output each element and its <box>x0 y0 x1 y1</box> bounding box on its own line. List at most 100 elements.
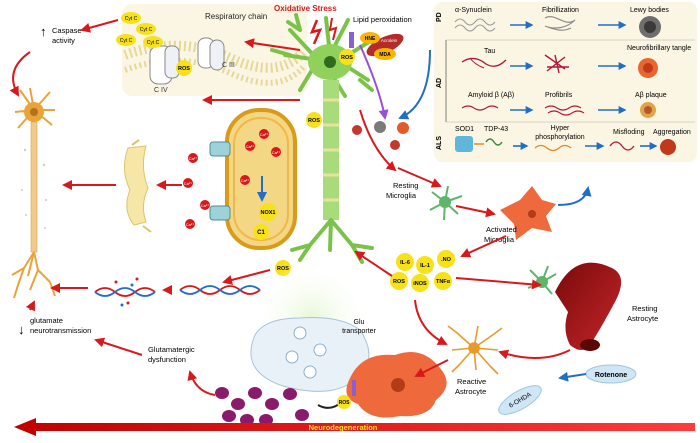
glutamate-label-1: glutamate <box>30 316 63 325</box>
il6-label: IL-6 <box>400 260 410 266</box>
cyt-c-2: Cyt C <box>140 27 153 33</box>
arrow-glu-to-dysfunction <box>187 370 216 396</box>
reactive-astrocyte-label-2: Astrocyte <box>455 387 486 396</box>
activated-microglia-label-1: Activated <box>486 225 517 234</box>
aggregates <box>352 121 409 150</box>
alpha-synuclein-label: α-Synuclein <box>455 7 492 14</box>
resting-microglia: Resting Microglia <box>386 181 463 221</box>
arrow-caspase-to-neuron <box>9 51 31 97</box>
resting-microglia-label-2: Microglia <box>386 191 417 200</box>
fibrillization-label: Fibrillization <box>542 7 579 14</box>
arrow-rotenone <box>558 371 587 382</box>
hne-label: HNE <box>365 36 376 42</box>
arrow-cytc-to-caspase <box>80 19 119 33</box>
ca-ion-8: Ca²⁺ <box>186 222 195 227</box>
arrow-microglia-activation <box>455 205 496 218</box>
mitochondria-panel: Ca²⁺ Ca²⁺ Ca²⁺ Ca²⁺ Ca²⁺ Ca²⁺ Ca²⁺ Ca²⁺ … <box>183 108 297 250</box>
arrow-neuron-to-aggregates <box>359 109 397 172</box>
glu-transporter-channel <box>352 380 356 396</box>
lightning-icon-2 <box>328 17 338 41</box>
arrow-glutamate-up <box>25 300 35 312</box>
arrow-reactive-to-glu <box>414 359 449 377</box>
caspase-activity: ↑ Caspase activity <box>40 24 82 45</box>
arrow-lipid-to-aggregates <box>359 44 389 120</box>
glutamatergic-label-1: Glutamatergic <box>148 345 195 354</box>
ca-ion-3: Ca²⁺ <box>272 150 281 155</box>
lipid-peroxidation: Lipid peroxidation Acrolein HNE MDA <box>349 15 412 60</box>
degenerating-neuron <box>11 87 56 299</box>
c1-label: C1 <box>257 230 265 236</box>
als-label: ALS <box>436 136 443 150</box>
central-neuron: ROS ROS ROS <box>270 13 374 276</box>
cytokine-cluster: IL-6 IL-1 .NO ROS iNOS TNFα <box>390 250 455 292</box>
aggregation-label: Aggregation <box>653 129 691 136</box>
disease-panel: PD AD ALS α-Synuclein Fibrillization Lew… <box>434 2 697 162</box>
activated-microglia: Activated Microglia <box>484 186 556 244</box>
ad-label: AD <box>436 78 443 88</box>
arrow-ros-to-dna <box>222 269 271 285</box>
arrow-dysfunction-to-glutamate <box>94 337 143 356</box>
resting-astrocyte-label-2: Astrocyte <box>627 314 658 323</box>
ros-glu-label: ROS <box>339 400 351 406</box>
dna-strands <box>94 277 261 307</box>
ros-axon-circle <box>306 112 322 128</box>
up-arrow-icon: ↑ <box>40 24 47 39</box>
complex-iii-label: C III <box>222 62 235 69</box>
ca-ion-2: Ca²⁺ <box>246 144 255 149</box>
mda-label: MDA <box>379 52 391 58</box>
ros-synapse-label: ROS <box>277 266 289 272</box>
neurofibrillary-label: Neurofibrillary tangle <box>627 45 691 52</box>
arrow-resting-to-reactive <box>498 349 571 360</box>
glu-label-2: transporter <box>342 328 377 335</box>
cyt-c-3: Cyt C <box>120 38 133 44</box>
rotenone-badge: Rotenone <box>585 364 637 384</box>
tdp43-label: TDP-43 <box>484 126 508 133</box>
cyt-c-1: Cyt C <box>125 16 138 22</box>
glutamatergic-label-2: dysfunction <box>148 355 186 364</box>
oxidative-stress-label: Oxidative Stress <box>274 4 337 13</box>
down-arrow-icon: ↓ <box>18 322 25 337</box>
misfloding-label: Misfloding <box>613 129 645 136</box>
inos-label: iNOS <box>413 281 427 287</box>
ros-axon-label: ROS <box>308 118 320 124</box>
calcium-channel-top <box>209 141 231 157</box>
nox1-circle <box>259 203 277 221</box>
caspase-label-1: Caspase <box>52 26 82 35</box>
ros-glu-circle <box>337 395 351 409</box>
pd-label: PD <box>436 12 443 22</box>
blue-arrows <box>398 49 592 382</box>
nox1-label: NOX1 <box>261 210 276 216</box>
cyt-c-cluster: Cyt C Cyt C Cyt C Cyt C <box>116 12 163 48</box>
calcium-channel-bottom <box>209 205 231 221</box>
respiratory-chain-panel: Respiratory chain C IV C III ROS <box>122 4 309 96</box>
ros-respiratory-label: ROS <box>178 66 190 72</box>
il1-label: IL-1 <box>420 263 430 269</box>
rotenone-label: Rotenone <box>595 372 627 379</box>
arrow-cytokines-to-neuron <box>354 250 393 277</box>
ros-cytokine-label: ROS <box>393 279 405 285</box>
respiratory-chain-label: Respiratory chain <box>205 12 267 21</box>
ca-ion-1: Ca²⁺ <box>260 132 269 137</box>
complex-iv-label: C IV <box>154 87 168 94</box>
ros-neuron-circle <box>339 49 355 65</box>
membrane-band-lower <box>123 57 308 86</box>
arrow-microglia-loop <box>557 186 592 206</box>
resting-astrocyte: Resting Astrocyte <box>527 262 658 351</box>
red-arrows <box>9 19 571 396</box>
resting-astrocyte-label-1: Resting <box>632 304 657 313</box>
hyper-label-2: phosphorylation <box>535 134 585 141</box>
ros-respiratory-circle <box>176 60 192 76</box>
arrow-cytokines-to-reactive <box>414 299 448 345</box>
arrow-activated-to-cytokines <box>460 235 507 258</box>
neurodegeneration-label: Neurodegeneration <box>309 423 378 432</box>
complex-iii-shape-b <box>209 39 225 71</box>
amyloid-label: Amyloid β (Aβ) <box>468 92 514 99</box>
ohda-badge: 6-OHDA <box>498 385 542 415</box>
calcium-ions: Ca²⁺ Ca²⁺ Ca²⁺ Ca²⁺ Ca²⁺ Ca²⁺ Ca²⁺ Ca²⁺ <box>183 129 281 229</box>
profibrils-label: Profibrils <box>545 92 573 99</box>
ca-ion-5: Ca²⁺ <box>189 156 198 161</box>
glutamate-molecules <box>215 387 309 426</box>
arrow-cytokines-to-astrocyte <box>455 277 542 290</box>
oxidative-stress: Oxidative Stress <box>274 4 338 45</box>
